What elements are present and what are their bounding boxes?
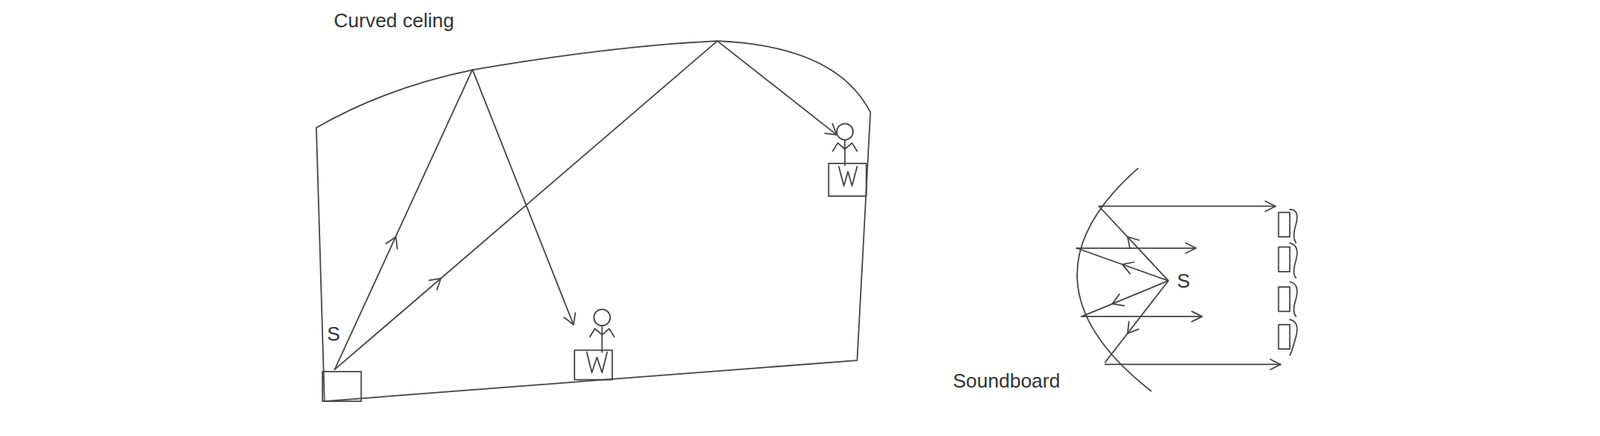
- arrow-head: [1127, 236, 1140, 249]
- arrow-head: [563, 312, 576, 325]
- arrow-head: [1122, 261, 1134, 274]
- sound-ray: [1076, 205, 1281, 365]
- arrow-head: [429, 278, 442, 290]
- diagram-label: S: [326, 323, 340, 344]
- diagram-label: S: [1176, 270, 1190, 291]
- diagram-label: Soundboard: [952, 370, 1061, 391]
- arrow-head: [1127, 321, 1140, 334]
- arrow-head: [1112, 294, 1125, 306]
- room-outline: [316, 40, 871, 402]
- arrow-head: [824, 123, 838, 135]
- sound-ray: [334, 40, 837, 370]
- arrow-head: [1185, 201, 1281, 370]
- sound-ray: [1076, 205, 1168, 362]
- source-box: [322, 371, 362, 402]
- diagram-label: Curved celing: [333, 10, 455, 31]
- listener-figure: [828, 123, 867, 197]
- sound-ray: [334, 69, 573, 370]
- audience-figures: [1278, 209, 1297, 356]
- listener-figure: [574, 309, 615, 380]
- soundboard-curve: [1077, 168, 1152, 392]
- arrow-head: [385, 236, 398, 250]
